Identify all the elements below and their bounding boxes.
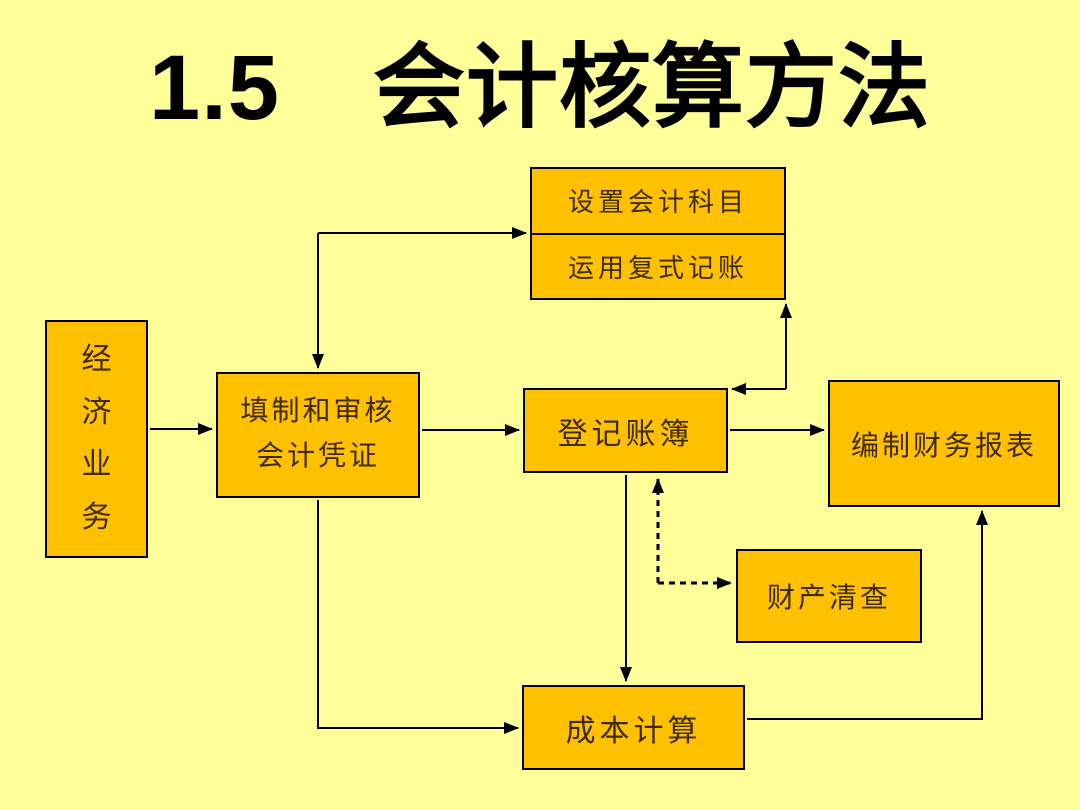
node-register-account-books: 登记账簿	[523, 388, 728, 473]
node-set-up-accounts: 设置会计科目	[567, 188, 748, 218]
node-property-inventory: 财产清查	[736, 549, 922, 643]
node-double-entry-bookkeeping: 运用复式记账	[532, 232, 784, 299]
slide-title: 1.5 会计核算方法	[149, 37, 931, 139]
node-cost-calculation: 成本计算	[522, 685, 745, 770]
node-vouchers-label-line1: 填制和审核	[240, 396, 396, 428]
node-economic-business: 经济业务	[45, 320, 148, 558]
node-prepare-and-audit-vouchers: 填制和审核 会计凭证	[216, 372, 420, 498]
edge-vouchers-to-cost	[317, 500, 519, 734]
node-prepare-financial-statements: 编制财务报表	[828, 380, 1060, 507]
node-vouchers-label-line2: 会计凭证	[255, 441, 380, 472]
node-accounts-and-double-entry: 设置会计科目 运用复式记账	[530, 167, 786, 300]
node-economic-business-label: 经济业务	[81, 343, 112, 534]
